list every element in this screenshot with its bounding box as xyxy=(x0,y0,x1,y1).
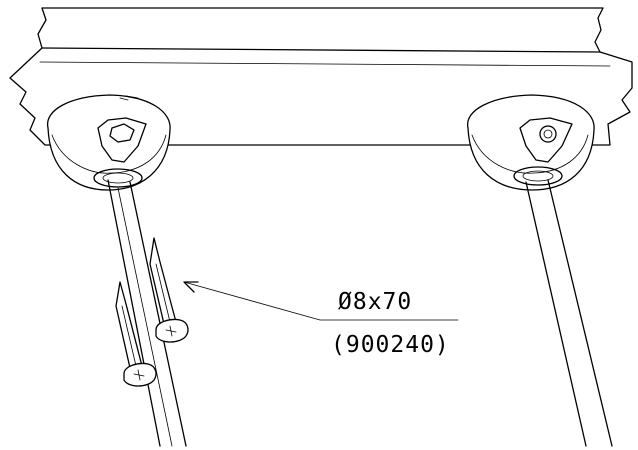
screw-lower xyxy=(115,281,157,387)
right-mount-disc xyxy=(467,94,595,191)
left-tube xyxy=(107,179,187,447)
screw-size-label: Ø8x70 xyxy=(338,289,412,315)
right-tube xyxy=(525,179,613,447)
leader-arrow xyxy=(183,281,459,321)
screw-upper xyxy=(149,237,189,343)
left-mount-disc xyxy=(47,94,171,191)
part-number-label: (900240) xyxy=(331,332,450,358)
